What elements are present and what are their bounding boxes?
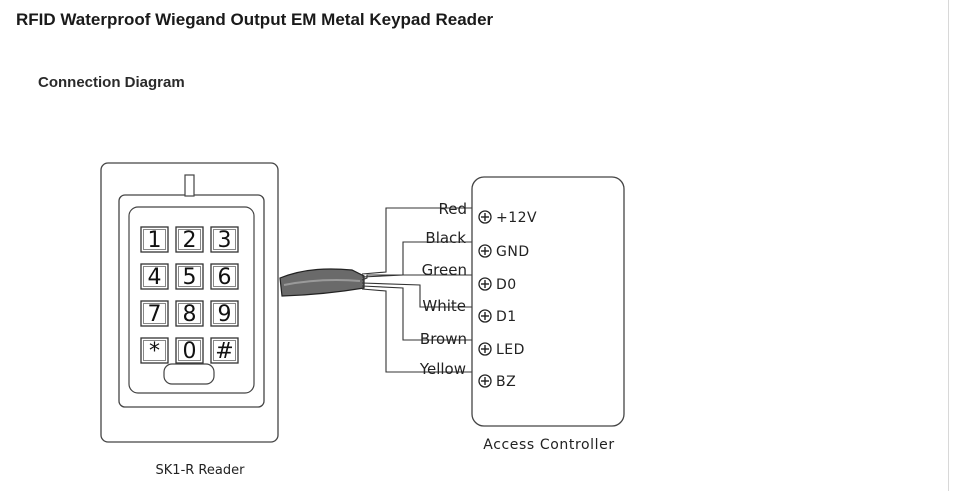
keypad-key-inner xyxy=(178,229,201,250)
keypad-key xyxy=(210,337,239,364)
wire-color-label: White xyxy=(422,297,466,315)
keypad-key xyxy=(175,226,204,253)
keypad-key-label: 5 xyxy=(183,265,197,290)
terminal-label: +12V xyxy=(496,210,537,226)
keypad-key-label: 1 xyxy=(148,228,162,253)
terminal-label: LED xyxy=(496,342,525,358)
keypad-key-label: # xyxy=(215,339,233,364)
keypad-key xyxy=(175,263,204,290)
keypad-key-inner xyxy=(143,266,166,287)
keypad-key-inner xyxy=(213,229,236,250)
wire-color-label: Brown xyxy=(420,330,467,348)
keypad-key xyxy=(175,337,204,364)
keypad-key xyxy=(140,263,169,290)
card-reader-window xyxy=(163,363,215,385)
keypad-key xyxy=(140,226,169,253)
keypad-key-inner xyxy=(143,303,166,324)
keypad-key-label: 3 xyxy=(218,228,232,253)
keypad-key xyxy=(140,337,169,364)
controller-caption: Access Controller xyxy=(483,437,614,453)
terminal-label: BZ xyxy=(496,374,516,390)
keypad-key-inner xyxy=(178,303,201,324)
access-controller-box xyxy=(471,176,625,427)
wire-color-label: Red xyxy=(439,200,468,218)
terminal-label: D0 xyxy=(496,277,517,293)
keypad-key-label: 6 xyxy=(218,265,232,290)
keypad-key-inner xyxy=(143,340,166,361)
keypad-key-inner xyxy=(178,340,201,361)
cable xyxy=(279,268,365,297)
keypad-key xyxy=(140,300,169,327)
wire-color-label: Green xyxy=(422,261,467,279)
cable-highlight xyxy=(283,279,361,286)
keypad-key-label: 9 xyxy=(218,302,232,327)
keypad-key-label: 2 xyxy=(183,228,197,253)
keypad-key-label: 7 xyxy=(148,302,162,327)
page-border xyxy=(948,0,949,491)
keypad-key-inner xyxy=(213,266,236,287)
wire-color-label: Black xyxy=(425,229,466,247)
keypad-key-inner xyxy=(213,340,236,361)
reader-caption: SK1-R Reader xyxy=(156,463,246,478)
keypad-key-inner xyxy=(178,266,201,287)
cable-sheath xyxy=(279,268,365,297)
keypad-key xyxy=(175,300,204,327)
keypad-key-label: * xyxy=(149,339,160,364)
wire-color-label: Yellow xyxy=(419,360,466,378)
keypad-key-label: 8 xyxy=(183,302,197,327)
page-title: RFID Waterproof Wiegand Output EM Metal … xyxy=(16,10,494,29)
terminal-label: D1 xyxy=(496,309,517,325)
keypad-key-inner xyxy=(213,303,236,324)
section-title: Connection Diagram xyxy=(38,74,185,91)
keypad-key xyxy=(210,226,239,253)
keypad-key xyxy=(210,263,239,290)
keypad-key-label: 0 xyxy=(183,339,197,364)
terminal-label: GND xyxy=(496,244,530,260)
keypad-key-label: 4 xyxy=(148,265,162,290)
reader-antenna xyxy=(184,174,195,197)
keypad-key-inner xyxy=(143,229,166,250)
keypad-key xyxy=(210,300,239,327)
